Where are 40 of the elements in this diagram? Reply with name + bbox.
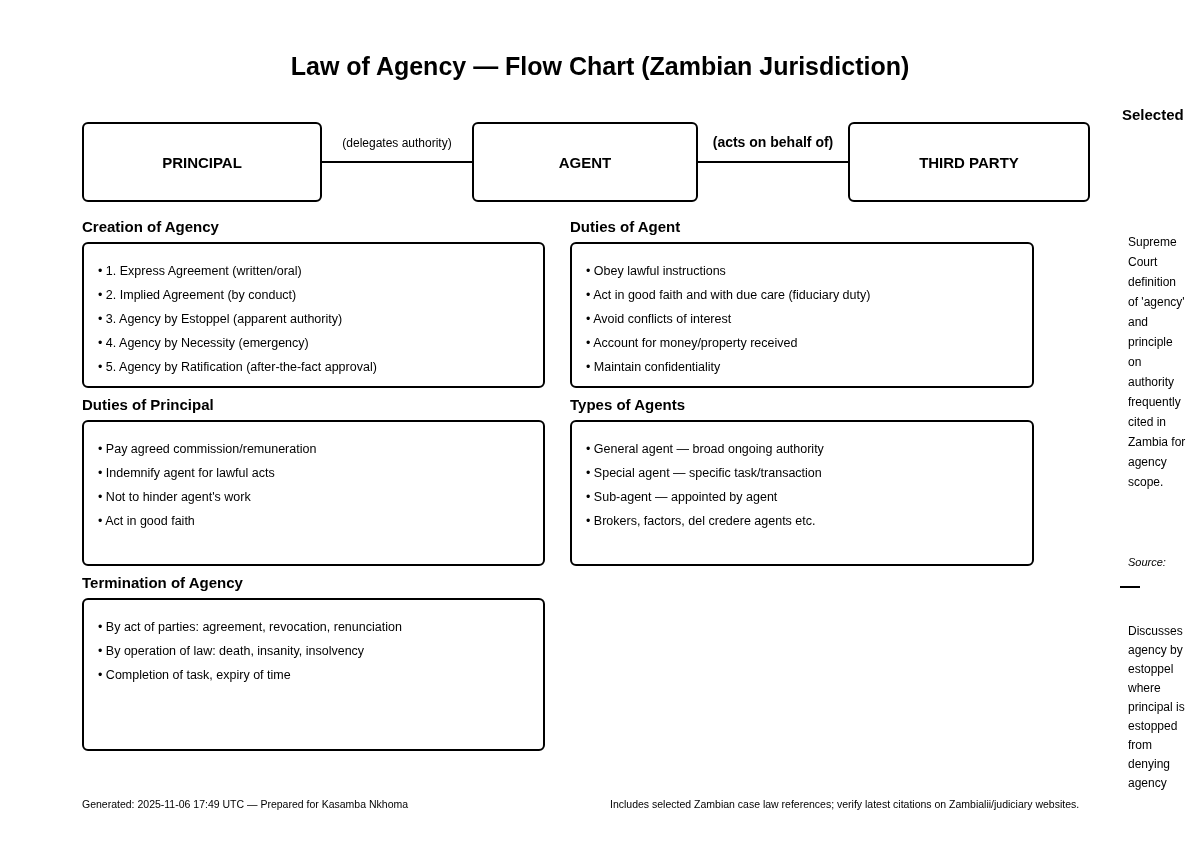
list-item: • General agent — broad ongoing authority bbox=[586, 441, 825, 458]
list-item: • Act in good faith and with due care (fiduciary duty) bbox=[586, 287, 872, 304]
section-heading: Duties of Principal bbox=[82, 396, 214, 413]
section-heading: Termination of Agency bbox=[82, 574, 243, 591]
list-item: • Pay agreed commission/remuneration bbox=[98, 441, 318, 458]
section-heading: Types of Agents bbox=[570, 396, 685, 413]
section-heading: Creation of Agency bbox=[82, 218, 219, 235]
section-heading: Duties of Agent bbox=[570, 218, 681, 235]
case-summary: Discusses agency by estoppel where principal is estopped from denying agency bbox=[1128, 623, 1186, 792]
list-item: • Obey lawful instructions bbox=[586, 263, 727, 280]
connector-line bbox=[321, 161, 473, 163]
source-note: Source: bbox=[1128, 556, 1166, 568]
party-box: AGENT bbox=[472, 122, 698, 202]
case-summary: Supreme Court definition of 'agency' and principle on authority frequently cited in Zambia for agency scope. bbox=[1128, 234, 1187, 491]
list-item: • By act of parties: agreement, revocation, renunciation bbox=[98, 619, 403, 636]
list-item: • 3. Agency by Estoppel (apparent authority) bbox=[98, 311, 344, 328]
title: Law of Agency — Flow Chart (Zambian Jurisdiction) bbox=[289, 52, 911, 81]
side-heading: Selected bbox=[1122, 106, 1184, 123]
list-item: • 1. Express Agreement (written/oral) bbox=[98, 263, 303, 280]
list-item: • Brokers, factors, del credere agents etc. bbox=[586, 513, 817, 530]
list-item: • Not to hinder agent's work bbox=[98, 489, 252, 506]
list-item: • Account for money/property received bbox=[586, 335, 799, 352]
list-item: • Sub-agent — appointed by agent bbox=[586, 489, 779, 506]
list-item: • Completion of task, expiry of time bbox=[98, 667, 292, 684]
party-box: PRINCIPAL bbox=[82, 122, 322, 202]
list-item: • Avoid conflicts of interest bbox=[586, 311, 733, 328]
edge-label: (delegates authority) bbox=[340, 136, 454, 150]
footer-note: Includes selected Zambian case law references; verify latest citations on Zambialii/judiciary websites. bbox=[610, 798, 1080, 810]
list-item: • Indemnify agent for lawful acts bbox=[98, 465, 276, 482]
list-item: • Maintain confidentiality bbox=[586, 359, 722, 376]
list-item: • 2. Implied Agreement (by conduct) bbox=[98, 287, 298, 304]
footer-note: Generated: 2025-11-06 17:49 UTC — Prepared for Kasamba Nkhoma bbox=[82, 798, 409, 810]
party-box: THIRD PARTY bbox=[848, 122, 1090, 202]
list-item: • 5. Agency by Ratification (after-the-fact approval) bbox=[98, 359, 378, 376]
list-item: • Special agent — specific task/transaction bbox=[586, 465, 823, 482]
edge-label: (acts on behalf of) bbox=[710, 134, 836, 150]
list-item: • By operation of law: death, insanity, insolvency bbox=[98, 643, 366, 660]
connector-line bbox=[697, 161, 849, 163]
list-item: • Act in good faith bbox=[98, 513, 196, 530]
list-item: • 4. Agency by Necessity (emergency) bbox=[98, 335, 310, 352]
